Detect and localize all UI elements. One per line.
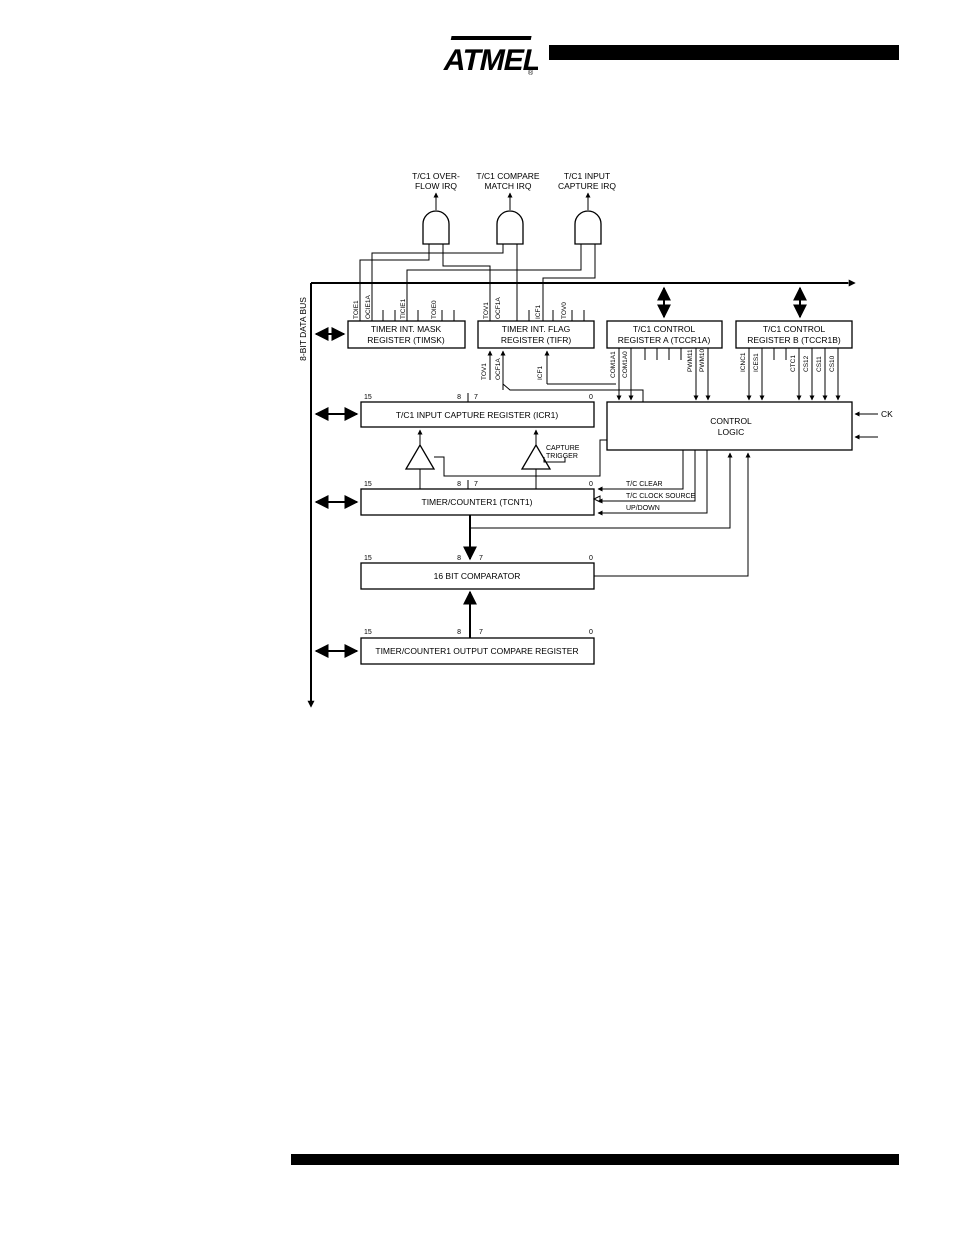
- svg-text:TIMER/COUNTER1 (TCNT1): TIMER/COUNTER1 (TCNT1): [422, 497, 533, 507]
- svg-text:CONTROL: CONTROL: [710, 416, 752, 426]
- svg-text:7: 7: [474, 394, 478, 401]
- tifr-register: TIMER INT. FLAG REGISTER (TIFR) TOV1 OCF…: [477, 297, 595, 349]
- svg-text:TIMER/COUNTER1 OUTPUT COMPARE: TIMER/COUNTER1 OUTPUT COMPARE REGISTER: [375, 646, 578, 656]
- svg-text:CS11: CS11: [816, 356, 823, 372]
- svg-text:OCIE1A: OCIE1A: [365, 294, 372, 319]
- svg-text:T/C1 CONTROL: T/C1 CONTROL: [633, 324, 696, 334]
- svg-text:T/C1 INPUT: T/C1 INPUT: [564, 171, 610, 181]
- svg-text:0: 0: [589, 629, 593, 636]
- svg-text:CS12: CS12: [803, 355, 810, 372]
- svg-text:CTC1: CTC1: [790, 355, 797, 372]
- svg-text:7: 7: [474, 481, 478, 488]
- svg-text:0: 0: [589, 555, 593, 562]
- svg-text:TIMER INT. MASK: TIMER INT. MASK: [371, 324, 442, 334]
- svg-text:15: 15: [364, 629, 372, 636]
- header-bar: [549, 45, 899, 60]
- svg-text:T/C1 COMPARE: T/C1 COMPARE: [476, 171, 539, 181]
- svg-text:COM1A1: COM1A1: [610, 351, 617, 378]
- svg-text:8: 8: [457, 394, 461, 401]
- and-gate-overflow: [422, 210, 450, 245]
- svg-text:8: 8: [457, 481, 461, 488]
- comparator-block: 15 8 7 0 16 BIT COMPARATOR: [360, 555, 595, 590]
- svg-text:TICIE1: TICIE1: [400, 298, 407, 319]
- svg-text:TOV0: TOV0: [561, 302, 568, 319]
- svg-text:7: 7: [479, 629, 483, 636]
- atmel-logo-text: ATMEL: [441, 44, 538, 77]
- svg-text:CS10: CS10: [829, 355, 836, 372]
- svg-text:T/C1 OVER-: T/C1 OVER-: [412, 171, 460, 181]
- and-gate-capture: [574, 210, 602, 245]
- svg-text:FLOW IRQ: FLOW IRQ: [415, 181, 457, 191]
- icr1-register: 15 8 7 0 T/C1 INPUT CAPTURE REGISTER (IC…: [360, 393, 595, 428]
- and-gate-compare: [496, 210, 524, 245]
- capture-trigger-label: CAPTURE: [546, 445, 580, 452]
- svg-text:LOGIC: LOGIC: [718, 427, 744, 437]
- capture-buffers: CAPTURE TRIGGER: [404, 429, 607, 489]
- svg-text:REGISTER A (TCCR1A): REGISTER A (TCCR1A): [618, 335, 711, 345]
- svg-text:PWM11: PWM11: [687, 349, 694, 372]
- svg-text:TOV1: TOV1: [483, 302, 490, 319]
- svg-text:PWM10: PWM10: [699, 349, 706, 373]
- svg-text:CAPTURE IRQ: CAPTURE IRQ: [558, 181, 616, 191]
- tccr1a-register: T/C1 CONTROL REGISTER A (TCCR1A) COM1A1 …: [606, 320, 723, 401]
- svg-text:REGISTER (TIFR): REGISTER (TIFR): [501, 335, 572, 345]
- svg-text:8: 8: [457, 629, 461, 636]
- data-bus-label: 8-BIT DATA BUS: [298, 297, 308, 361]
- svg-text:7: 7: [479, 555, 483, 562]
- svg-text:8: 8: [457, 555, 461, 562]
- comparator-to-control: [594, 452, 751, 577]
- svg-text:OCF1A: OCF1A: [495, 358, 502, 380]
- svg-text:REGISTER B (TCCR1B): REGISTER B (TCCR1B): [747, 335, 841, 345]
- svg-text:TOIE0: TOIE0: [431, 300, 438, 319]
- svg-text:ICES1: ICES1: [753, 353, 760, 372]
- svg-text:ICF1: ICF1: [535, 305, 542, 319]
- tcnt1-feedback: [594, 452, 733, 529]
- svg-text:TRIGGER: TRIGGER: [546, 453, 578, 460]
- svg-text:T/C1 INPUT CAPTURE REGISTER (I: T/C1 INPUT CAPTURE REGISTER (ICR1): [396, 410, 558, 420]
- svg-text:15: 15: [364, 555, 372, 562]
- svg-text:15: 15: [364, 394, 372, 401]
- tccr1b-register: T/C1 CONTROL REGISTER B (TCCR1B) ICNC1 I…: [735, 320, 853, 401]
- svg-text:15: 15: [364, 481, 372, 488]
- ocr1-register: 15 8 7 0 TIMER/COUNTER1 OUTPUT COMPARE R…: [360, 629, 595, 665]
- svg-text:REGISTER (TIMSK): REGISTER (TIMSK): [367, 335, 445, 345]
- tifr-flag-inputs: TOV1 OCF1A ICF1: [481, 350, 644, 402]
- control-logic-block: CONTROL LOGIC CK: [606, 401, 893, 451]
- atmel-logo: ATMEL ®: [441, 36, 538, 77]
- svg-text:COM1A0: COM1A0: [622, 351, 629, 378]
- tc-clock-source-label: T/C CLOCK SOURCE: [626, 493, 696, 500]
- irq-overflow-label: T/C1 OVER- FLOW IRQ: [412, 171, 460, 191]
- irq-capture-label: T/C1 INPUT CAPTURE IRQ: [558, 171, 616, 191]
- svg-text:OCF1A: OCF1A: [495, 297, 502, 319]
- irq-compare-label: T/C1 COMPARE MATCH IRQ: [476, 171, 539, 191]
- footer-bar: [291, 1154, 899, 1165]
- svg-text:0: 0: [589, 481, 593, 488]
- tcnt1-register: 15 8 7 0 TIMER/COUNTER1 (TCNT1): [360, 480, 601, 516]
- svg-text:0: 0: [589, 394, 593, 401]
- tc-clear-label: T/C CLEAR: [626, 481, 663, 488]
- svg-text:TIMER INT. FLAG: TIMER INT. FLAG: [502, 324, 570, 334]
- svg-text:MATCH IRQ: MATCH IRQ: [484, 181, 531, 191]
- svg-text:TOV1: TOV1: [481, 363, 488, 380]
- svg-text:ICNC1: ICNC1: [740, 352, 747, 372]
- svg-text:TOIE1: TOIE1: [353, 300, 360, 319]
- ck-label: CK: [881, 409, 893, 419]
- up-down-label: UP/DOWN: [626, 505, 660, 512]
- timsk-register: TIMER INT. MASK REGISTER (TIMSK) TOIE1 O…: [347, 294, 466, 349]
- svg-text:16 BIT COMPARATOR: 16 BIT COMPARATOR: [434, 571, 521, 581]
- tcnt1-control-signals: T/C CLEAR T/C CLOCK SOURCE UP/DOWN: [597, 450, 708, 516]
- svg-text:ICF1: ICF1: [537, 366, 544, 380]
- registered-mark: ®: [528, 69, 534, 77]
- svg-text:T/C1 CONTROL: T/C1 CONTROL: [763, 324, 826, 334]
